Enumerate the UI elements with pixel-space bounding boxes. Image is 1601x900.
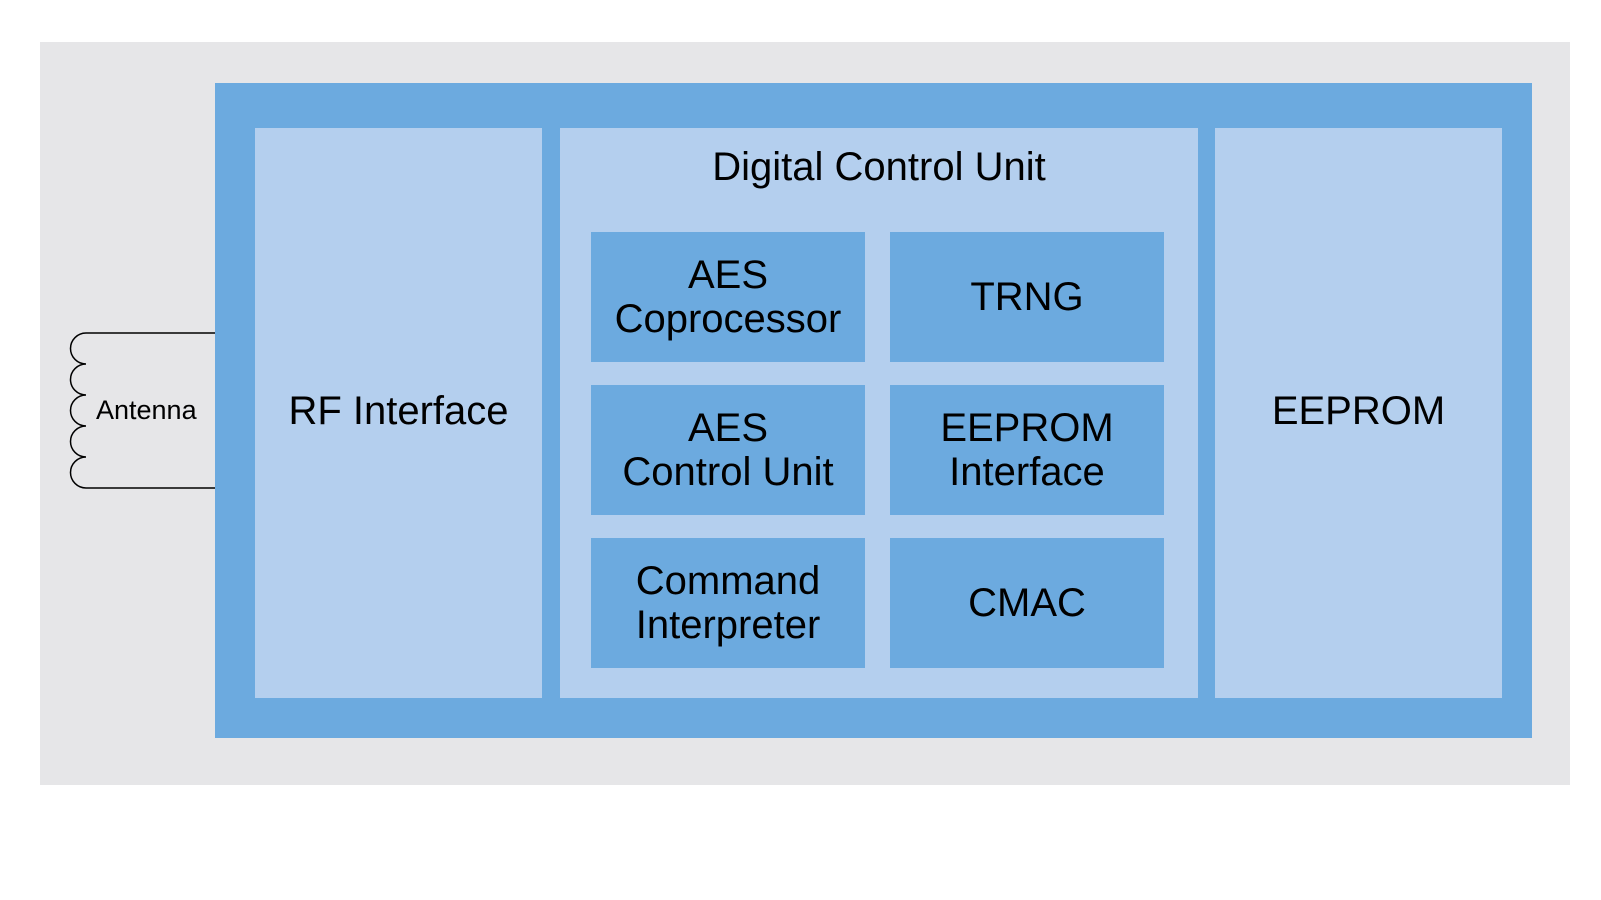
antenna-label: Antenna [96, 395, 197, 425]
digital-control-unit-title: Digital Control Unit [712, 145, 1046, 189]
antenna-coil [69, 332, 215, 489]
aes-coprocessor-block: AES Coprocessor [591, 232, 865, 362]
aes-control-unit-block: AES Control Unit [591, 385, 865, 515]
eeprom-label: EEPROM [1271, 389, 1446, 433]
eeprom-panel: EEPROM [1215, 128, 1502, 698]
command-interpreter-block: Command Interpreter [591, 538, 865, 668]
eeprom-interface-block: EEPROM Interface [890, 385, 1164, 515]
trng-block: TRNG [890, 232, 1164, 362]
cmac-block: CMAC [890, 538, 1164, 668]
rf-interface-label: RF Interface [288, 389, 509, 433]
rf-interface-panel: RF Interface [255, 128, 542, 698]
